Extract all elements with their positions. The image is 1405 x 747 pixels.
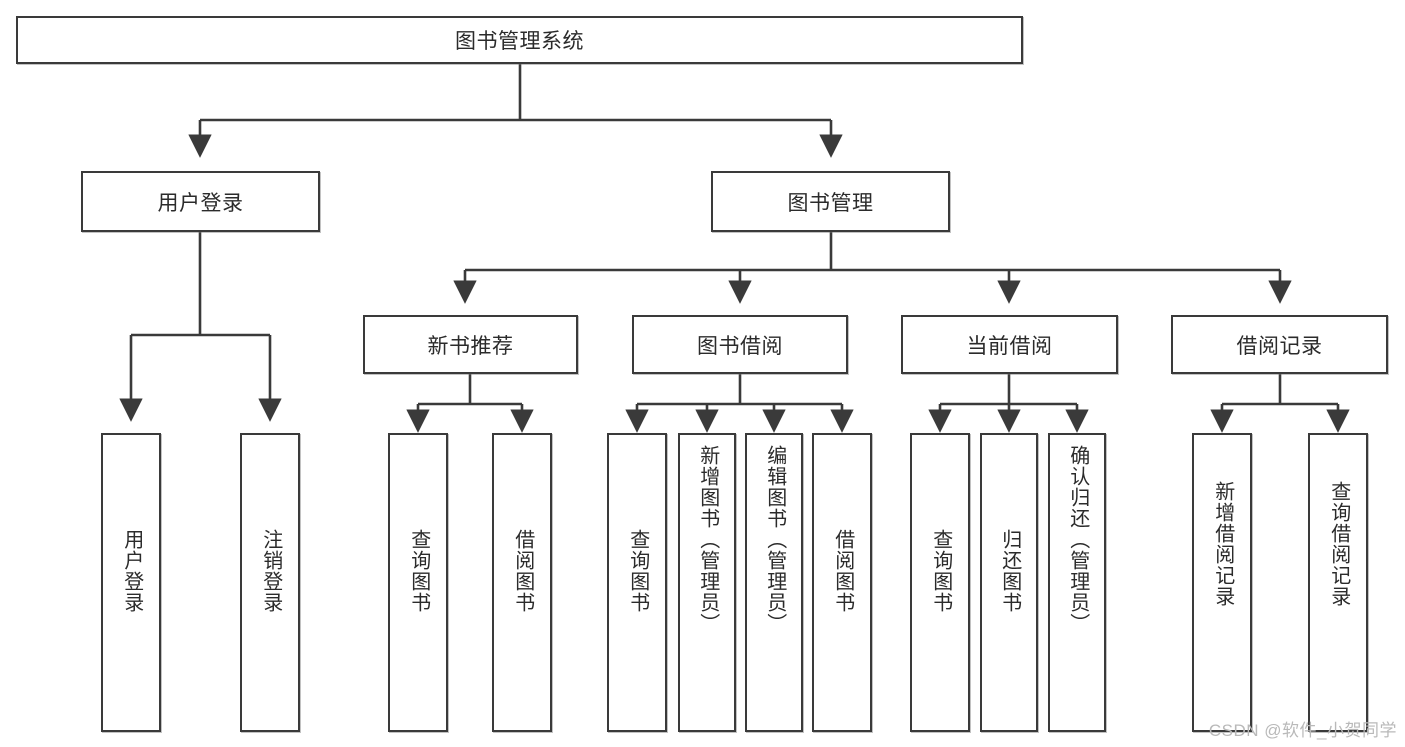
leaf-label: 借阅图书	[511, 529, 534, 613]
leaf-query-book-2[interactable]: 查询图书	[607, 433, 667, 732]
node-book-borrow[interactable]: 图书借阅	[632, 315, 848, 374]
leaf-label: 新增图书（管理员）	[696, 445, 719, 634]
node-label: 图书管理	[787, 191, 874, 215]
csdn-watermark: CSDN @软件_小贺同学	[1208, 721, 1397, 740]
leaf-label: 编辑图书（管理员）	[763, 445, 786, 634]
node-new-book-recommend[interactable]: 新书推荐	[363, 315, 578, 374]
leaf-query-book-3[interactable]: 查询图书	[910, 433, 970, 732]
leaf-label: 查询借阅记录	[1327, 481, 1350, 607]
node-label: 用户登录	[157, 191, 244, 215]
node-label: 图书借阅	[697, 334, 783, 358]
node-current-borrow[interactable]: 当前借阅	[901, 315, 1118, 374]
node-label: 新书推荐	[427, 334, 514, 358]
leaf-label: 查询图书	[929, 529, 952, 613]
leaf-query-book-1[interactable]: 查询图书	[388, 433, 448, 732]
leaf-confirm-return-admin[interactable]: 确认归还（管理员）	[1048, 433, 1106, 732]
node-label: 借阅记录	[1236, 334, 1323, 358]
leaf-label: 归还图书	[998, 529, 1021, 613]
leaf-query-borrow-record[interactable]: 查询借阅记录	[1308, 433, 1368, 732]
leaf-label: 查询图书	[407, 529, 430, 613]
node-borrow-record[interactable]: 借阅记录	[1171, 315, 1388, 374]
leaf-user-login[interactable]: 用户登录	[101, 433, 161, 732]
leaf-return-book[interactable]: 归还图书	[980, 433, 1038, 732]
leaf-borrow-book-2[interactable]: 借阅图书	[812, 433, 872, 732]
leaf-logout-login[interactable]: 注销登录	[240, 433, 300, 732]
leaf-add-book-admin[interactable]: 新增图书（管理员）	[678, 433, 736, 732]
node-book-management[interactable]: 图书管理	[711, 171, 950, 232]
leaf-label: 注销登录	[259, 529, 282, 613]
node-user-login[interactable]: 用户登录	[81, 171, 320, 232]
leaf-add-borrow-record[interactable]: 新增借阅记录	[1192, 433, 1252, 732]
leaf-edit-book-admin[interactable]: 编辑图书（管理员）	[745, 433, 803, 732]
leaf-borrow-book-1[interactable]: 借阅图书	[492, 433, 552, 732]
leaf-label: 借阅图书	[831, 529, 854, 613]
leaf-label: 确认归还（管理员）	[1066, 445, 1089, 634]
leaf-label: 用户登录	[120, 529, 143, 613]
node-root-system[interactable]: 图书管理系统	[16, 16, 1023, 64]
leaf-label: 查询图书	[626, 529, 649, 613]
leaf-label: 新增借阅记录	[1211, 481, 1234, 607]
node-label: 当前借阅	[966, 334, 1053, 358]
node-label: 图书管理系统	[455, 30, 584, 53]
